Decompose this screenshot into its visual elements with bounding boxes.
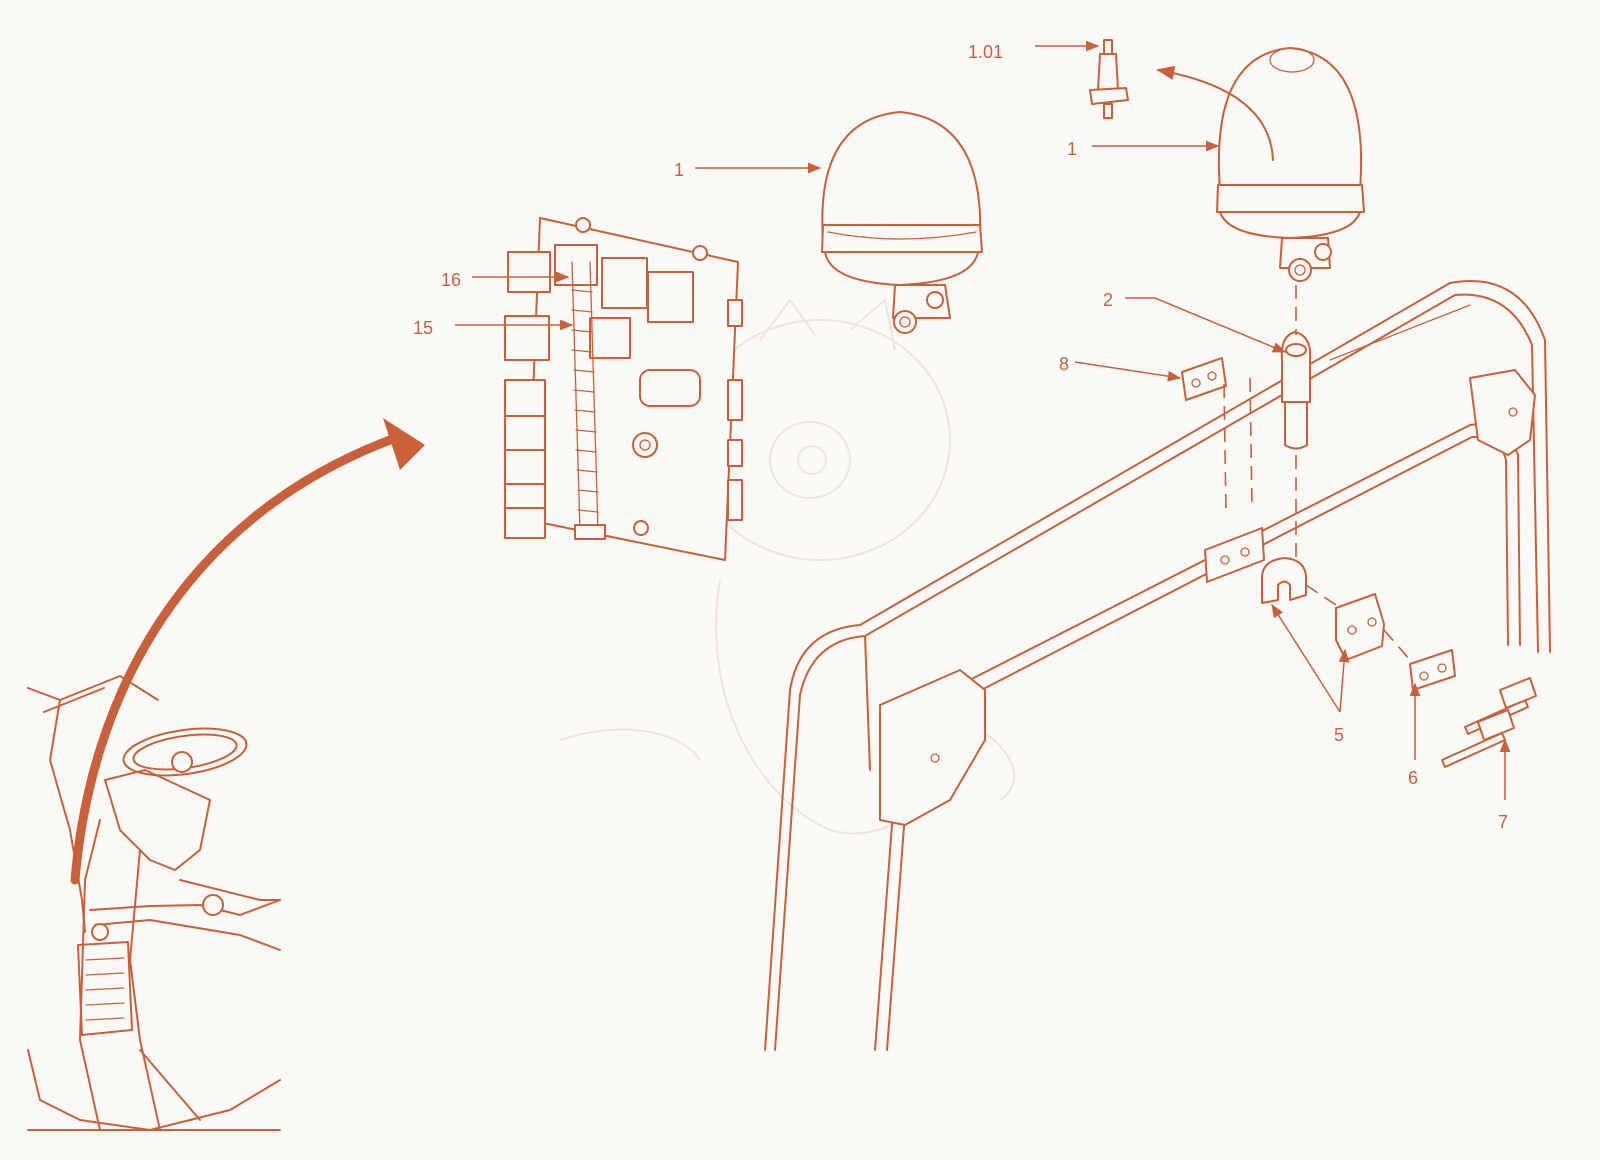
callout-6: 6 <box>1408 768 1418 788</box>
leader-lines <box>455 40 1511 800</box>
bulb <box>1089 39 1129 119</box>
callout-5: 5 <box>1334 725 1344 745</box>
callout-1-right: 1 <box>1067 139 1077 159</box>
bracket-parts <box>1181 357 1537 768</box>
callout-1-left: 1 <box>674 160 684 180</box>
watermark-dragon <box>559 298 1016 835</box>
callout-labels: 1.01 1 1 2 8 16 15 5 6 7 <box>413 42 1508 832</box>
circuit-board <box>504 217 743 561</box>
beacon-left <box>821 111 983 334</box>
zoom-arrow <box>70 418 425 885</box>
callout-16: 16 <box>441 270 461 290</box>
beacon-right <box>1156 47 1365 282</box>
cab-frame <box>764 279 1551 1051</box>
callout-2: 2 <box>1103 290 1113 310</box>
callout-8: 8 <box>1059 354 1069 374</box>
machine-overview <box>27 675 281 1131</box>
callout-15: 15 <box>413 318 433 338</box>
callout-1-01: 1.01 <box>968 42 1003 62</box>
callout-7: 7 <box>1498 812 1508 832</box>
